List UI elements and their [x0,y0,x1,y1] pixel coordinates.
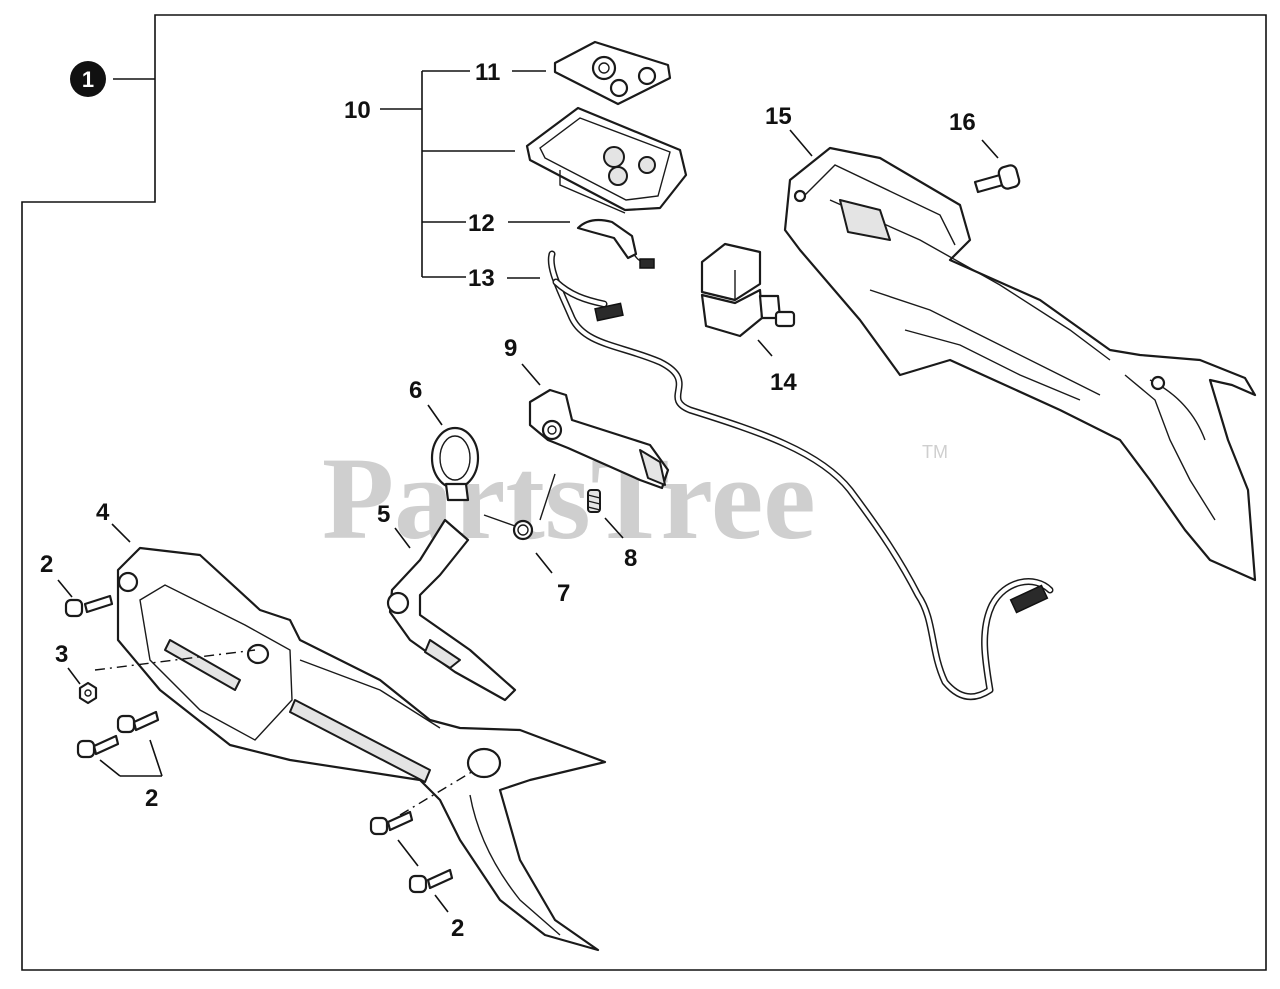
callout-11: 11 [475,59,500,86]
callout-9: 9 [504,335,517,362]
screw-a [64,594,114,618]
diagram-frame [21,14,1267,971]
fastener-axis-a [94,649,256,671]
fastener-axis-b [399,769,476,816]
assembly-badge: 1 [70,61,155,97]
part-14-switch [700,242,796,357]
part-12-harness [508,218,655,269]
callout-5: 5 [377,501,390,528]
callout-6: 6 [409,377,422,404]
screw-b [116,710,160,734]
part-7-torsion-spring [483,473,556,574]
callout-3: 3 [55,641,68,668]
part-16-screw [973,139,1021,194]
part-10-control-panel [525,106,688,214]
assembly-badge-number: 1 [82,67,94,92]
callout-13: 13 [468,265,495,292]
watermark-tm: TM [922,442,948,462]
callout-15: 15 [765,103,792,130]
callout-10-bracket [380,70,515,278]
callout-16: 16 [949,109,976,136]
callout-2-c: 2 [451,915,464,942]
part-5-lockoff-lever [386,518,517,702]
part-4-left-housing [111,523,607,952]
part-15-right-housing [783,129,1257,582]
part-13-wire-harness [507,250,1054,701]
callout-2-a: 2 [40,551,53,578]
part-8-spring [587,489,624,539]
callout-14: 14 [770,369,797,396]
part-6-clamp [427,404,480,502]
watermark: PartsTree [322,433,816,564]
part-2-screws [57,579,454,913]
callout-4: 4 [96,499,110,526]
callout-12: 12 [468,210,495,237]
part-9-trigger-lever [521,363,670,490]
callout-10: 10 [344,97,371,124]
screw-c [76,734,120,759]
callout-8: 8 [624,545,637,572]
screw-d [369,810,414,836]
callout-2-b: 2 [145,785,158,812]
callout-7: 7 [557,580,570,607]
part-3-nut [67,667,98,705]
part-11-membrane [512,40,672,106]
screw-e [408,868,454,894]
